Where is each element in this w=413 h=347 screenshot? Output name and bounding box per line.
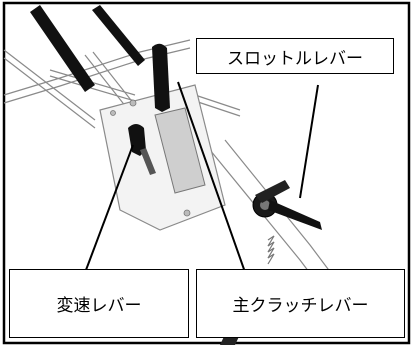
handle-grip-left [30,5,95,92]
throttle-lever [268,200,322,230]
control-panel [99,84,226,231]
leader-shift [85,144,134,271]
spring [267,235,275,265]
label-throttle-lever: スロットルレバー [196,38,394,74]
leader-clutch [177,81,247,276]
label-shift-lever: 変速レバー [9,269,189,338]
leader-throttle [299,84,319,199]
main-clutch-lever [152,43,170,112]
handle-grip-right [92,5,145,66]
label-main-clutch-lever: 主クラッチレバー [196,269,405,338]
lever-slot [154,107,206,194]
